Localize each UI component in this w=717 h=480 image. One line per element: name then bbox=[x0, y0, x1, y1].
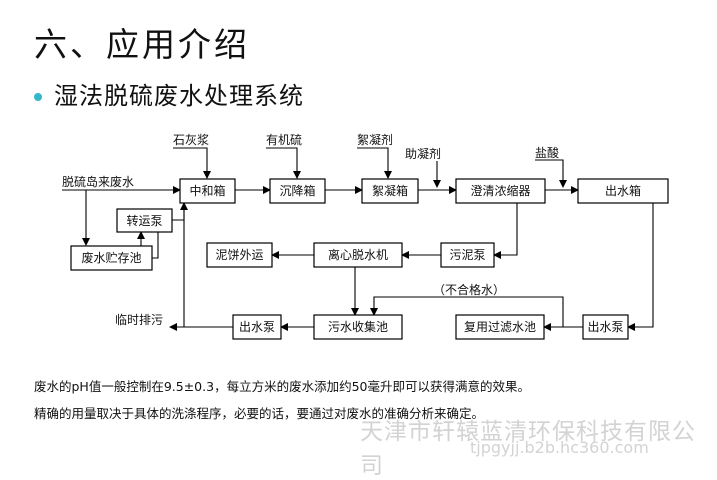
watermark-url: tjpgyjj.b2b.hc360.com bbox=[470, 438, 649, 457]
box-sludge-pump: 污泥泵 bbox=[440, 242, 495, 268]
svg-text:中和箱: 中和箱 bbox=[189, 183, 225, 198]
label-source-wastewater: 脱硫岛来废水 bbox=[62, 174, 134, 189]
box-wastewater-storage-pool: 废水贮存池 bbox=[70, 245, 153, 271]
svg-text:出水泵: 出水泵 bbox=[239, 320, 275, 334]
label-hydrochloric-acid: 盐酸 bbox=[535, 145, 559, 160]
box-outlet-pump-right: 出水泵 bbox=[582, 314, 629, 340]
svg-text:复用过滤水池: 复用过滤水池 bbox=[464, 320, 536, 334]
box-zhonghe-tank: 中和箱 bbox=[179, 178, 236, 204]
box-centrifuge-dewatering: 离心脱水机 bbox=[313, 242, 403, 268]
svg-text:转运泵: 转运泵 bbox=[126, 213, 162, 228]
box-sewage-collection-pool: 污水收集池 bbox=[313, 314, 403, 340]
note-ph-control: 废水的pH值一般控制在9.5±0.3，每立方米的废水添加约50毫升即可以获得满意… bbox=[34, 379, 530, 394]
flow-lines bbox=[62, 147, 654, 331]
svg-text:污水收集池: 污水收集池 bbox=[328, 319, 388, 334]
svg-text:废水贮存池: 废水贮存池 bbox=[81, 250, 141, 265]
box-settling-tank: 沉降箱 bbox=[269, 178, 326, 204]
svg-text:沉降箱: 沉降箱 bbox=[279, 183, 315, 198]
subtitle-text: 湿法脱硫废水处理系统 bbox=[54, 82, 304, 110]
label-lime-slurry: 石灰浆 bbox=[173, 132, 209, 147]
box-reuse-filtered-water-pool: 复用过滤水池 bbox=[455, 314, 545, 340]
box-outlet-tank: 出水箱 bbox=[577, 178, 669, 204]
box-flocculation-tank: 絮凝箱 bbox=[361, 178, 419, 204]
label-coagulant-aid: 助凝剂 bbox=[405, 146, 441, 161]
svg-text:泥饼外运: 泥饼外运 bbox=[215, 248, 263, 262]
svg-text:污泥泵: 污泥泵 bbox=[449, 248, 485, 262]
svg-text:出水箱: 出水箱 bbox=[605, 183, 641, 198]
label-organic-sulfur: 有机硫 bbox=[266, 132, 302, 147]
box-outlet-pump-left: 出水泵 bbox=[232, 314, 282, 340]
box-transfer-pump: 转运泵 bbox=[116, 208, 173, 233]
page-title: 六、应用介绍 bbox=[34, 25, 250, 64]
svg-text:出水泵: 出水泵 bbox=[587, 320, 623, 334]
box-clarifier-thickener: 澄清浓缩器 bbox=[455, 178, 546, 204]
process-flow-diagram: 中和箱 沉降箱 絮凝箱 澄清浓缩器 出水箱 转运泵 废水贮存池 泥饼外运 离心脱… bbox=[62, 132, 669, 340]
box-sludge-cake-transport: 泥饼外运 bbox=[206, 242, 273, 268]
label-unqualified-water: （不合格水） bbox=[433, 282, 505, 297]
label-temporary-discharge: 临时排污 bbox=[115, 313, 163, 327]
section-subtitle: 湿法脱硫废水处理系统 bbox=[34, 76, 304, 111]
svg-text:絮凝箱: 絮凝箱 bbox=[372, 183, 408, 198]
svg-text:澄清浓缩器: 澄清浓缩器 bbox=[470, 183, 530, 198]
bullet-icon bbox=[34, 93, 42, 101]
svg-text:离心脱水机: 离心脱水机 bbox=[328, 247, 388, 262]
note-dosage-determination: 精确的用量取决于具体的洗涤程序，必要的话，要通过对废水的准确分析来确定。 bbox=[34, 406, 485, 421]
label-flocculant: 絮凝剂 bbox=[357, 132, 393, 147]
